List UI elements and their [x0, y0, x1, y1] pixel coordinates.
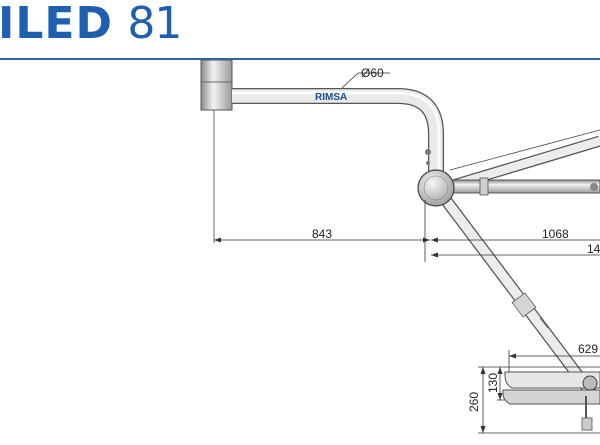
upper-spring-arm	[448, 129, 600, 192]
lower-diagonal-arm	[437, 191, 597, 398]
product-model-number: 81	[127, 0, 182, 49]
dim-label-130: 130	[486, 373, 500, 393]
central-joint	[417, 169, 455, 207]
ceiling-mount	[200, 59, 233, 243]
dim-label-260: 260	[467, 392, 481, 412]
product-title: ILED 81	[0, 0, 182, 52]
diameter-callout: Ø60	[341, 66, 390, 89]
dimension-lines	[214, 200, 600, 434]
dim-label-total-length: 14	[587, 242, 600, 256]
dim-label-629: 629	[578, 342, 598, 356]
main-arm	[232, 88, 444, 180]
brand-label: RIMSA	[315, 92, 347, 103]
header-divider-line	[0, 58, 600, 60]
diameter-label: Ø60	[361, 66, 384, 80]
dim-label-843: 843	[312, 227, 332, 241]
dimension-arrows	[214, 237, 516, 433]
product-name-dotted: ILED	[0, 0, 113, 49]
lamp-head	[502, 371, 600, 431]
dim-label-1068: 1068	[542, 227, 569, 241]
horizontal-extension-arm	[445, 177, 600, 196]
